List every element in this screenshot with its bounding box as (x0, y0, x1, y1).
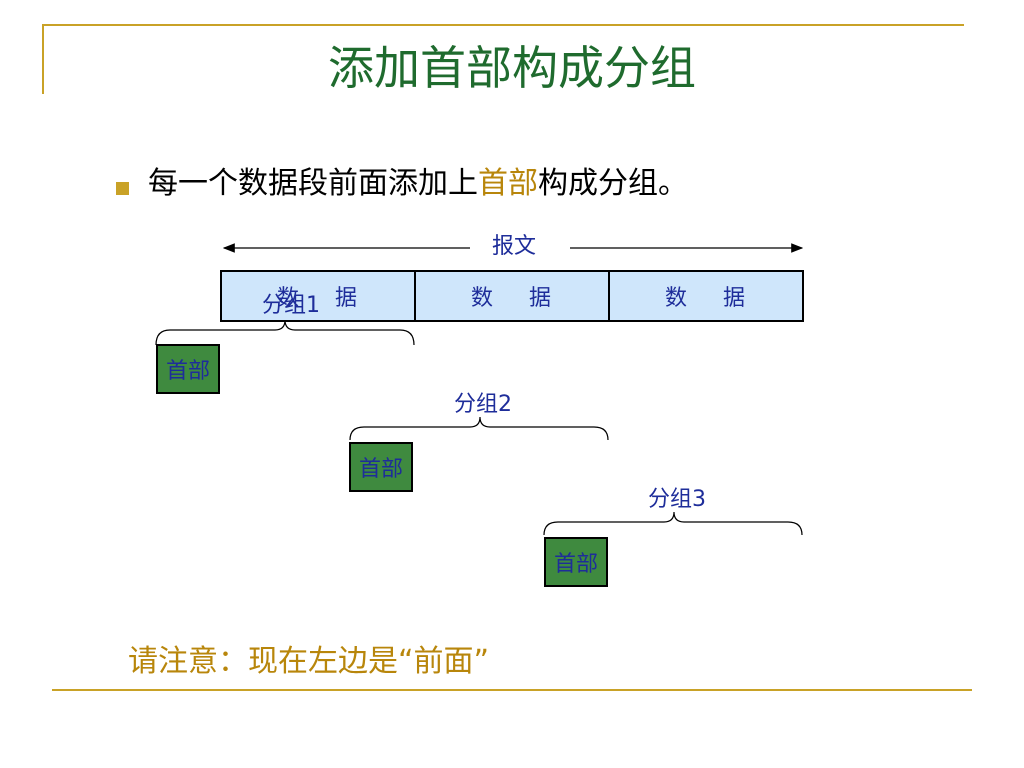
data-cell-3: 数据 (610, 272, 802, 320)
packet-3-label: 分组3 (648, 487, 706, 512)
data-cell-2-a: 数 (470, 286, 495, 311)
data-cell-2-b: 据 (529, 286, 554, 311)
frame-left-line (42, 24, 44, 94)
bullet-text-highlight: 首部 (478, 166, 538, 201)
packet-1-label: 分组1 (262, 293, 320, 318)
brace-packet-2 (349, 416, 609, 441)
data-cell-2: 数据 (416, 272, 610, 320)
brace-packet-1 (155, 319, 415, 346)
data-cell-1: 数据 (222, 272, 416, 320)
data-cell-3-b: 据 (723, 286, 748, 311)
bullet-text-after: 构成分组。 (538, 166, 688, 201)
frame-bottom-line (52, 689, 972, 691)
frame-top-line (42, 24, 964, 26)
packet-1-header: 首部 (156, 344, 220, 394)
message-label: 报文 (492, 234, 537, 259)
note-text: 请注意：现在左边是“前面” (128, 644, 490, 679)
data-cell-1-a: 数 (276, 286, 301, 311)
bullet-text: 每一个数据段前面添加上首部构成分组。 (148, 162, 688, 206)
bullet-square-icon (116, 182, 129, 195)
packet-3-header: 首部 (544, 537, 608, 587)
data-cell-1-b: 据 (335, 286, 360, 311)
packet-2-header: 首部 (349, 442, 413, 492)
data-cell-3-a: 数 (664, 286, 689, 311)
page-title: 添加首部构成分组 (328, 41, 696, 95)
packet-2-label: 分组2 (454, 392, 512, 417)
bullet-text-before: 每一个数据段前面添加上 (148, 166, 478, 201)
data-bar: 数据 数据 数据 (220, 270, 804, 322)
brace-packet-3 (543, 511, 803, 536)
